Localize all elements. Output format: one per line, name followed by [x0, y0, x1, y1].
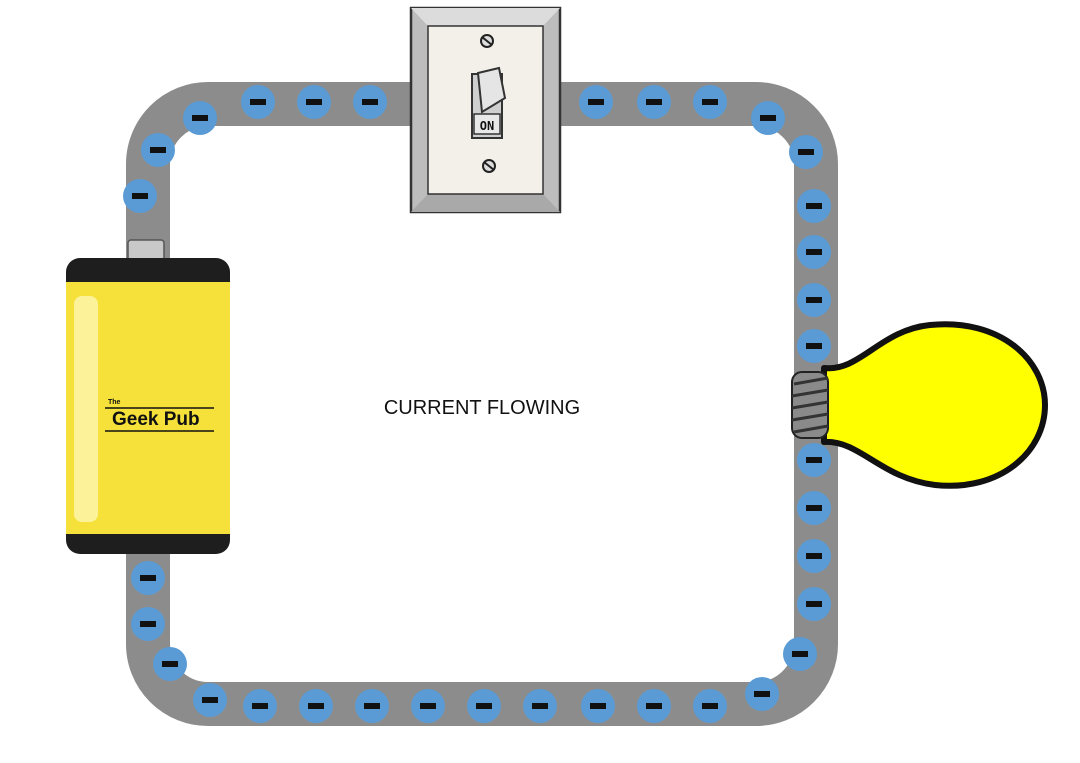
- electron-minus-icon: [797, 329, 831, 363]
- electron-minus-icon: [783, 637, 817, 671]
- electron-minus-icon: [797, 539, 831, 573]
- electron-minus-icon: [153, 647, 187, 681]
- electron-minus-icon: [745, 677, 779, 711]
- electron-minus-icon: [241, 85, 275, 119]
- electrons-group: [123, 85, 831, 723]
- electron-minus-icon: [193, 683, 227, 717]
- toggle-switch-icon: ON: [409, 6, 562, 214]
- caption-label: CURRENT FLOWING: [384, 397, 580, 419]
- electron-minus-icon: [131, 561, 165, 595]
- electron-minus-icon: [797, 443, 831, 477]
- electron-minus-icon: [353, 85, 387, 119]
- electron-minus-icon: [637, 689, 671, 723]
- electron-minus-icon: [789, 135, 823, 169]
- bulb-base: [791, 371, 829, 439]
- electron-minus-icon: [141, 133, 175, 167]
- battery-highlight: [74, 296, 98, 522]
- electron-minus-icon: [297, 85, 331, 119]
- electron-minus-icon: [523, 689, 557, 723]
- switch-lever: [476, 66, 507, 114]
- electron-minus-icon: [797, 189, 831, 223]
- electron-minus-icon: [637, 85, 671, 119]
- electron-minus-icon: [131, 607, 165, 641]
- electron-minus-icon: [693, 689, 727, 723]
- electron-minus-icon: [797, 587, 831, 621]
- electron-minus-icon: [411, 689, 445, 723]
- electron-minus-icon: [579, 85, 613, 119]
- electron-minus-icon: [355, 689, 389, 723]
- electron-minus-icon: [751, 101, 785, 135]
- electron-minus-icon: [797, 235, 831, 269]
- electron-minus-icon: [183, 101, 217, 135]
- electron-minus-icon: [581, 689, 615, 723]
- electron-minus-icon: [123, 179, 157, 213]
- battery-brand-name: Geek Pub: [112, 409, 200, 430]
- electron-minus-icon: [299, 689, 333, 723]
- light-bulb-icon: [791, 321, 1048, 489]
- electron-minus-icon: [797, 491, 831, 525]
- switch-state-label: ON: [480, 119, 494, 133]
- electron-minus-icon: [693, 85, 727, 119]
- battery-icon: The Geek Pub: [66, 239, 230, 554]
- battery-brand-small: The: [108, 399, 121, 406]
- electron-minus-icon: [467, 689, 501, 723]
- electron-minus-icon: [797, 283, 831, 317]
- bulb-glass: [821, 321, 1048, 489]
- electron-minus-icon: [243, 689, 277, 723]
